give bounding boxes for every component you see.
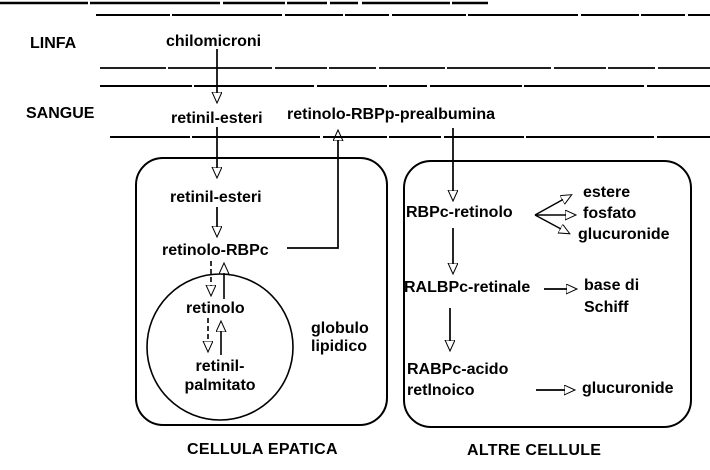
estere-product: estere — [583, 184, 631, 201]
arrow-to-glucuronide-top-icon — [534, 214, 561, 229]
hepatic-retinyl-esters-node: retinil-esteri — [170, 189, 262, 206]
hepatic-cell-caption: CELLULA EPATICA — [187, 441, 338, 458]
other-cells-outline — [403, 160, 692, 428]
glucuronide-top-product: glucuronide — [578, 226, 670, 243]
lymph-label: LINFA — [30, 35, 77, 52]
rbpc-retinol-node: RBPc-retinolo — [406, 204, 513, 221]
lipid-globule-circle — [146, 273, 294, 421]
chilomicroni-node: chilomicroni — [166, 33, 262, 50]
schiff-base-line1: base di — [584, 277, 640, 294]
blood-retinyl-esters-node: retinil-esteri — [171, 110, 263, 127]
lipid-globule-line2: lipidico — [311, 338, 367, 355]
arrow-to-estere-icon — [534, 200, 563, 216]
rabpc-acid-line1: RABPc-acido — [407, 361, 509, 378]
rabpc-acid-node: RABPc-acido retlnoico — [407, 359, 508, 401]
schiff-base-product: base di Schiff — [584, 275, 639, 319]
retinyl-palmitate-line2: palmitato — [184, 377, 256, 394]
blood-label: SANGUE — [26, 105, 95, 122]
arrow-retinol-rbpc-to-prealbumin-icon — [287, 140, 338, 249]
ralbpc-retinal-node: RALBPc-retinale — [404, 279, 531, 296]
retinyl-palmitate-line1: retinil- — [195, 358, 245, 375]
hepatic-retinyl-palmitate-node: retinil-palmitato — [147, 357, 293, 395]
rabpc-acid-line2: retlnoico — [407, 382, 475, 399]
lipid-globule-line1: globulo — [311, 320, 369, 337]
blood-retinol-rbp-prealbumin-node: retinolo-RBPp-prealbumina — [287, 106, 496, 123]
schiff-base-line2: Schiff — [584, 299, 629, 316]
hepatic-retinol-rbpc-node: retinolo-RBPc — [162, 242, 269, 259]
hepatic-cell-outline — [135, 157, 388, 426]
fosfato-product: fosfato — [583, 205, 637, 222]
hepatic-retinol-node: retinolo — [186, 300, 245, 317]
other-cells-caption: ALTRE CELLULE — [467, 442, 602, 459]
glucuronide-bottom-product: glucuronide — [582, 380, 674, 397]
